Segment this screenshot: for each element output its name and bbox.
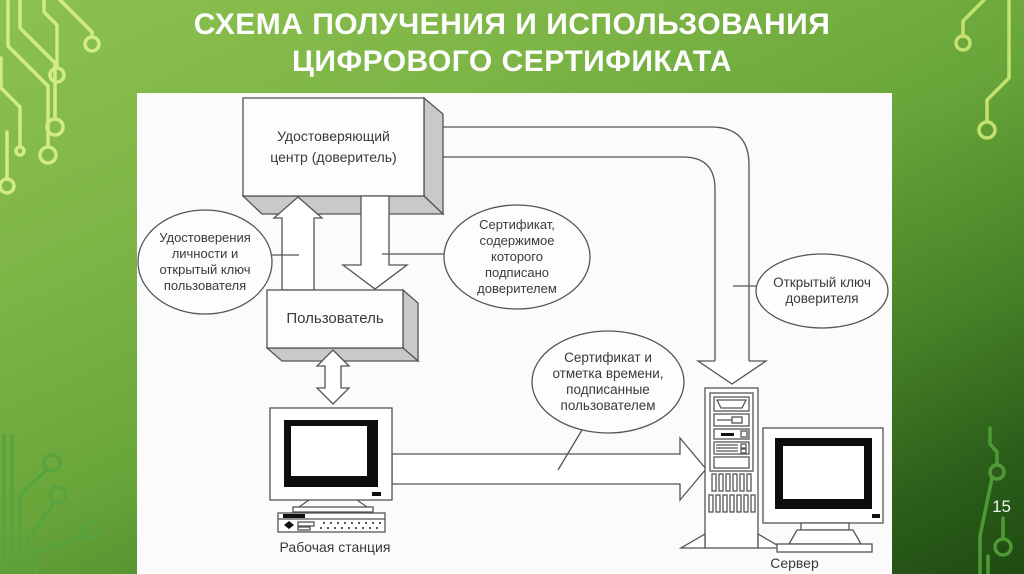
oval-connector-lines: [272, 253, 757, 471]
user-box-shape: [265, 288, 420, 363]
ca-box-shape: [241, 96, 445, 216]
circuit-decoration-right: [954, 0, 1013, 574]
arrow-user-to-ca-up: [272, 196, 324, 291]
slide-title-line1: СХЕМА ПОЛУЧЕНИЯ И ИСПОЛЬЗОВАНИЯ: [193, 8, 831, 41]
oval-certificate-timestamp-label: Сертификат и отметка времени, подписанны…: [552, 350, 664, 413]
pipe-arrow-ca-to-server: [443, 126, 769, 385]
workstation-caption: Рабочая станция: [279, 539, 391, 555]
server-caption: Сервер: [770, 555, 819, 571]
oval-trustor-key-label: Открытый ключ доверителя: [773, 275, 871, 306]
ca-box-label-line: Удостоверяющий: [277, 128, 390, 144]
server-computer: [678, 387, 884, 553]
circuit-traces-top-right: [954, 0, 1011, 140]
arrow-user-workstation-double: [315, 349, 351, 405]
slide-title-line2: ЦИФРОВОГО СЕРТИФИКАТА: [292, 45, 732, 78]
oval-identity-shape: [137, 209, 273, 315]
oval-identity-label: Удостоверения личности и открытый ключ п…: [159, 230, 251, 293]
workstation-computer: [269, 407, 393, 533]
oval-trustor-key-shape: [755, 253, 889, 329]
ca-box-label-line: центр (доверитель): [270, 149, 397, 165]
circuit-traces-bottom-left: [2, 434, 101, 574]
slide-title: СХЕМА ПОЛУЧЕНИЯ И ИСПОЛЬЗОВАНИЯ ЦИФРОВОГ…: [110, 6, 914, 80]
diagram-panel: Удостоверяющий центр (доверитель) Пользо…: [137, 93, 892, 574]
circuit-decoration-left: [0, 0, 101, 574]
certificate-flow-diagram: [137, 96, 889, 553]
oval-certificate-timestamp-shape: [531, 330, 685, 434]
circuit-traces-top-left: [0, 0, 101, 195]
arrow-ca-to-user-down: [341, 195, 409, 290]
oval-signed-certificate-shape: [443, 204, 591, 310]
user-box-label: Пользователь: [286, 310, 384, 327]
annotation-ovals: [137, 204, 889, 434]
oval-signed-certificate-label: Сертификат, содержимое которого подписан…: [477, 217, 557, 296]
page-number: 15: [992, 497, 1011, 516]
ca-box-label: Удостоверяющий центр (доверитель): [243, 98, 424, 196]
arrow-workstation-to-server: [391, 436, 707, 502]
